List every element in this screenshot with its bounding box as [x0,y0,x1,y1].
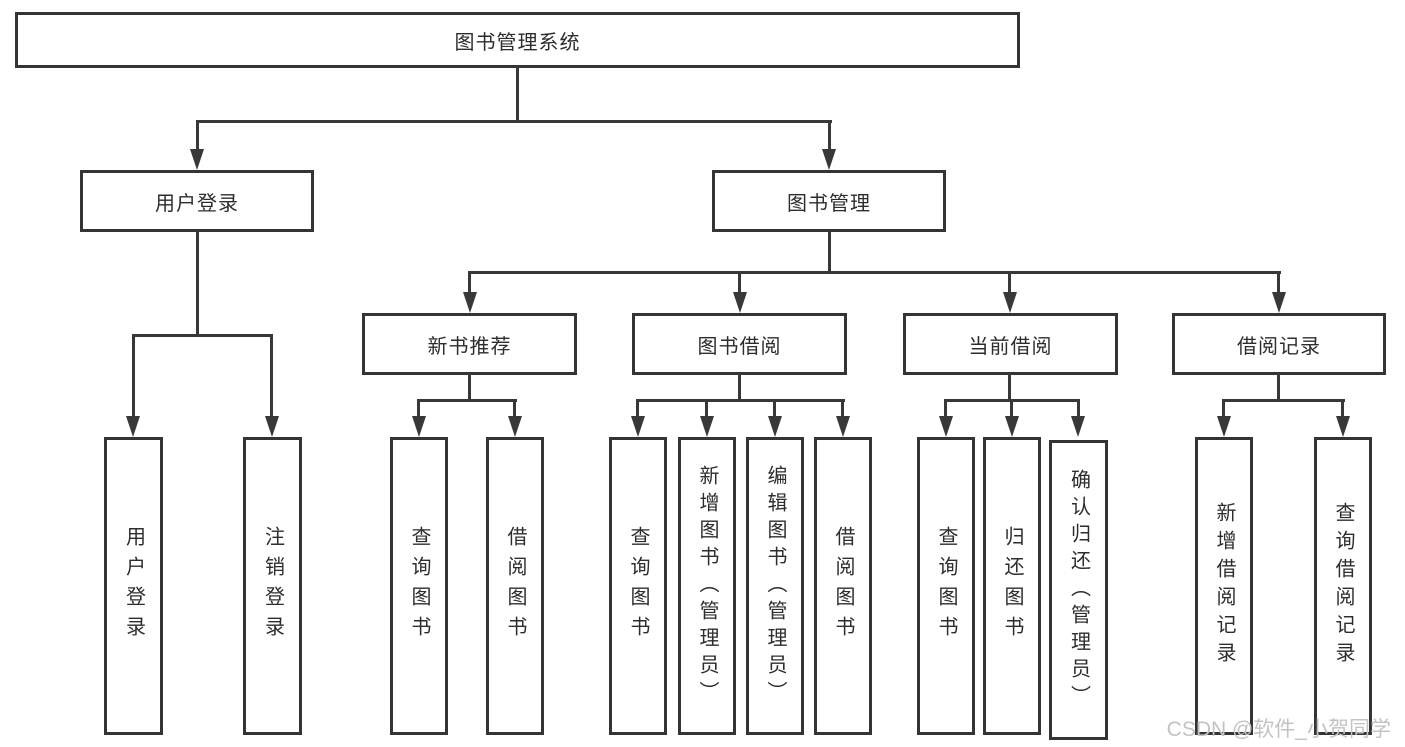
connector-line [468,271,471,294]
connector-line [468,373,471,402]
connector-line [1010,399,1013,418]
arrow-down-icon [733,292,747,313]
connector-line [196,120,199,151]
connector-line [1077,399,1080,418]
connector-line [132,334,273,337]
connector-line [828,231,831,274]
arrow-down-icon [631,416,645,437]
arrow-down-icon [1336,416,1350,437]
node-library-management-system: 图书管理系统 [15,12,1020,68]
arrow-down-icon [190,149,204,170]
connector-line [1222,399,1345,402]
arrow-down-icon [768,416,782,437]
node-current-borrowing: 当前借阅 [903,313,1118,375]
arrow-down-icon [700,416,714,437]
arrow-down-icon [822,149,836,170]
arrow-down-icon [836,416,850,437]
arrow-down-icon [1071,416,1085,437]
connector-line [1341,399,1344,418]
connector-line [636,399,845,402]
leaf-confirm-return-admin: 确认归还（管理员） [1049,440,1108,740]
leaf-add-borrow-record: 新增借阅记录 [1195,437,1253,735]
connector-line [773,399,776,418]
arrow-down-icon [1217,416,1231,437]
leaf-borrow-book: 借阅图书 [814,437,872,735]
leaf-edit-book-admin: 编辑图书（管理员） [746,437,804,735]
node-new-book-recommend: 新书推荐 [362,313,577,375]
connector-line [738,373,741,402]
node-book-management: 图书管理 [712,170,946,232]
leaf-query-borrow-record: 查询借阅记录 [1314,437,1372,735]
connector-line [417,399,420,418]
arrow-down-icon [1003,292,1017,313]
leaf-user-login: 用户登录 [104,437,163,735]
connector-line [468,271,1281,274]
connector-line [1222,399,1225,418]
connector-line [705,399,708,418]
connector-line [516,66,519,122]
arrow-down-icon [1272,292,1286,313]
connector-line [513,399,516,418]
leaf-query-books-recommend: 查询图书 [390,437,448,735]
connector-line [944,399,947,418]
arrow-down-icon [1005,416,1019,437]
connector-line [132,334,135,417]
connector-line [738,271,741,294]
connector-line [841,399,844,418]
connector-line [270,334,273,417]
node-book-borrowing: 图书借阅 [632,313,847,375]
connector-line [828,120,831,151]
arrow-down-icon [508,416,522,437]
leaf-borrow-books-recommend: 借阅图书 [486,437,544,735]
arrow-down-icon [939,416,953,437]
connector-line [1277,271,1280,294]
connector-line [636,399,639,418]
leaf-query-books-borrowing: 查询图书 [609,437,667,735]
arrow-down-icon [412,416,426,437]
connector-line [417,399,517,402]
csdn-watermark: CSDN @软件_小贺同学 [1166,718,1391,741]
arrow-down-icon [265,416,279,437]
node-borrow-records: 借阅记录 [1172,313,1386,375]
leaf-return-book: 归还图书 [983,437,1041,735]
connector-line [1008,271,1011,294]
arrow-down-icon [126,416,140,437]
node-user-login: 用户登录 [80,170,314,232]
leaf-add-book-admin: 新增图书（管理员） [678,437,736,735]
connector-line [196,231,199,336]
connector-line [1277,373,1280,402]
arrow-down-icon [463,292,477,313]
leaf-logout: 注销登录 [243,437,302,735]
connector-line [196,120,832,123]
leaf-query-books-current: 查询图书 [917,437,975,735]
connector-line [1008,373,1011,402]
